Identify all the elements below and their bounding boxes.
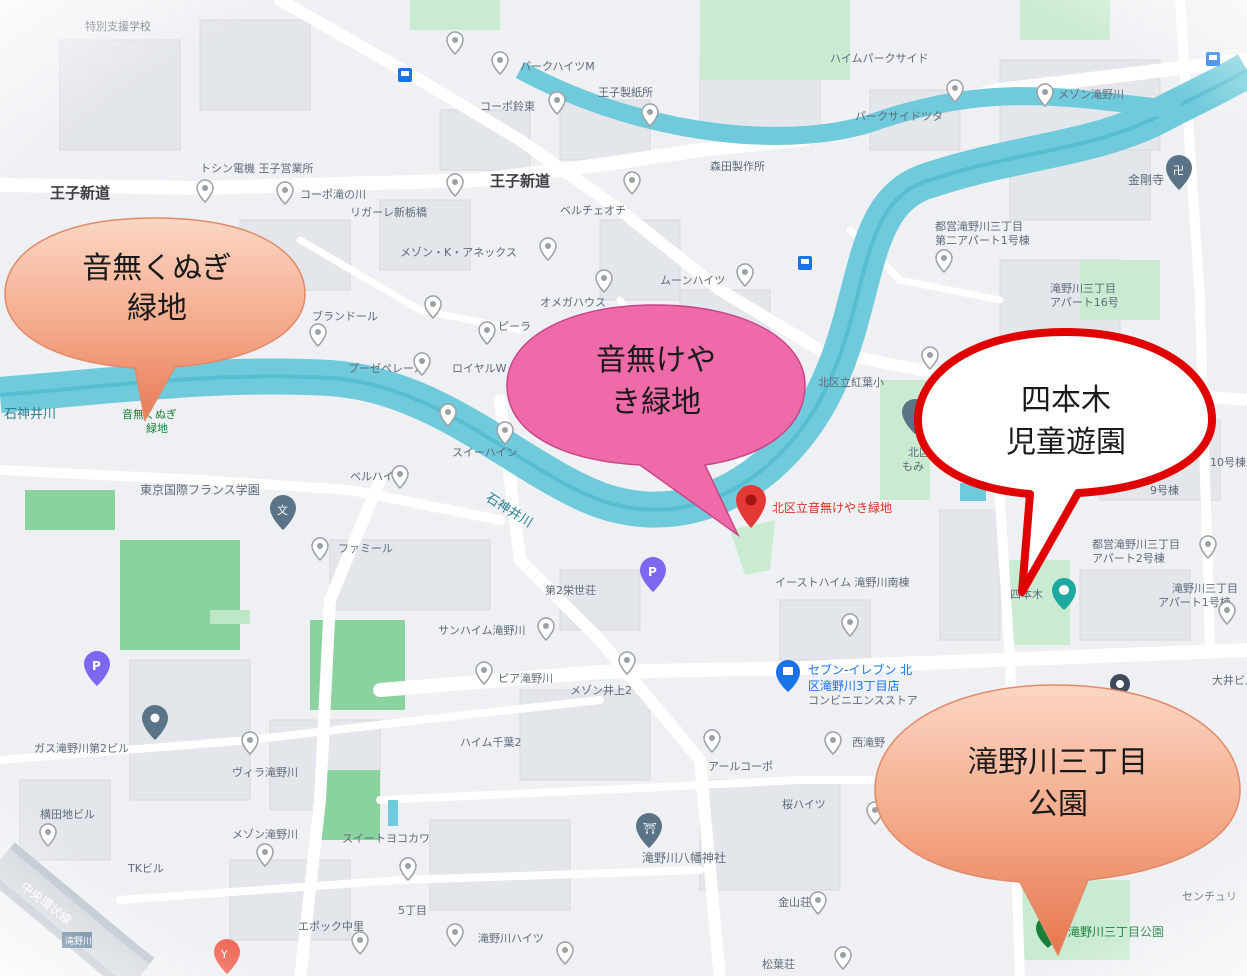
label-veltier: ベルチェオチ: [560, 204, 626, 217]
svg-text:卍: 卍: [1173, 164, 1184, 177]
road-label-oji-left: 王子新道: [50, 184, 110, 202]
callout-keyaki-line2: き緑地: [611, 385, 701, 420]
pond-small: [388, 800, 398, 826]
label-toei-3b: 第二アパート1号棟: [935, 233, 1030, 247]
poi-label-kongoji: 金剛寺: [1128, 172, 1164, 187]
road-label-oji-right: 王子新道: [490, 172, 550, 190]
label-moon-heights: ムーンハイツ: [660, 274, 725, 287]
label-al-corp: アールコーポ: [708, 760, 773, 773]
label-east-heim: イーストハイム 滝野川南棟: [775, 575, 910, 589]
label-heim-park: ハイムパークサイド: [830, 52, 929, 65]
label-sweet: スイートヨコカワ: [342, 832, 430, 845]
label-century: センチュリ: [1182, 890, 1237, 903]
label-dai2: 第2栄世荘: [545, 583, 596, 597]
small-green: [210, 610, 250, 624]
svg-text:文: 文: [277, 503, 288, 517]
label-matsuba: 松葉荘: [762, 957, 795, 971]
label-tk: TKビル: [127, 862, 164, 875]
label-brandor: ブランドール: [312, 309, 378, 323]
label-parkside: パークサイドツタ: [855, 110, 943, 123]
svg-text:滝野川: 滝野川: [65, 936, 92, 947]
poi-label-hachiman: 滝野川八幡神社: [642, 850, 726, 865]
label-gas-building: ガス滝野川第2ビル: [34, 741, 129, 755]
label-epoch: エポック中里: [298, 920, 364, 933]
poi-label-sanchome-park: 滝野川三丁目公園: [1068, 925, 1164, 939]
poi-label-french-school: 東京国際フランス学園: [140, 482, 260, 497]
river-label-left: 石神井川: [4, 407, 56, 422]
callout-sanchome-line1: 滝野川三丁目: [968, 745, 1148, 780]
label-omega: オメガハウス: [540, 296, 606, 309]
label-maison-k: メゾン・K・アネックス: [400, 246, 517, 259]
label-kobo: コーポ鈴東: [480, 99, 535, 113]
bus-stop-icon[interactable]: [1206, 52, 1220, 66]
poi-label-seven-2: 区滝野川3丁目店: [808, 679, 900, 693]
label-famille: ファミール: [338, 542, 393, 555]
label-kanayama: 金山荘: [778, 895, 811, 909]
callout-kunugi-line2: 緑地: [127, 291, 187, 326]
label-maison-takino: メゾン滝野川: [1058, 88, 1124, 101]
svg-text:⛩: ⛩: [643, 822, 657, 835]
label-sakura: 桜ハイツ: [782, 797, 826, 811]
label-zeperele: プーゼペレール: [348, 362, 425, 375]
callout-kunugi-line1: 音無くぬぎ: [82, 251, 231, 286]
callout-sanchome-line2: 公園: [1028, 787, 1088, 822]
label-heim-chiba: ハイム千葉2: [460, 735, 522, 749]
label-tokubetsu: 特別支援学校: [85, 19, 151, 33]
svg-text:Y: Y: [220, 948, 228, 961]
label-takino-heim: 滝野川ハイツ: [478, 932, 544, 945]
callout-yotsumoto-line1: 四本木: [1021, 383, 1111, 418]
poi-label-seven-1: セブン-イレブン 北: [808, 662, 912, 677]
label-ligale: リガーレ新栃橋: [350, 205, 427, 219]
svg-text:P: P: [92, 659, 101, 673]
callout-keyaki-line1: 音無けや: [596, 343, 716, 378]
label-5chome: 5丁目: [398, 904, 427, 917]
label-nishi: 西滝野: [852, 736, 885, 749]
label-pira: ピーラ: [498, 320, 531, 333]
label-toshin: トシン電機 王子営業所: [200, 161, 314, 175]
callout-yotsumoto-line2: 児童遊園: [1006, 425, 1126, 460]
label-oi: 大井ビル: [1212, 673, 1247, 687]
poi-label-kunugi-2: 緑地: [146, 421, 168, 435]
label-toei-3e: 都営滝野川三丁目: [1092, 537, 1180, 551]
label-toei-3c: 滝野川三丁目: [1050, 282, 1116, 295]
label-royal: ロイヤルW: [452, 362, 507, 375]
label-sui-heim: スイーハイン: [452, 446, 518, 459]
label-parkmiM: パークハイツM: [520, 60, 595, 73]
label-toei-3f: アパート2号棟: [1092, 551, 1165, 565]
label-oji-seishi: 王子製紙所: [598, 85, 653, 99]
bus-stop-icon[interactable]: [398, 68, 412, 82]
label-pia: ピア滝野川: [498, 672, 553, 685]
label-morita: 森田製作所: [710, 159, 765, 173]
label-sun-heim: サンハイム滝野川: [438, 624, 526, 637]
label-villa: ヴィラ滝野川: [232, 765, 298, 779]
label-toei-3a: 都営滝野川三丁目: [935, 219, 1023, 233]
bus-stop-icon[interactable]: [798, 256, 812, 270]
label-momiji2: もみ: [902, 460, 924, 473]
station-badge: 滝野川: [62, 932, 92, 948]
label-yokota: 横田地ビル: [40, 807, 95, 821]
label-kita-elem: 北区立紅葉小: [818, 375, 884, 389]
label-heim-9: 9号棟: [1150, 483, 1179, 497]
svg-text:P: P: [648, 565, 657, 579]
label-maison-shin: メゾン滝野川: [232, 828, 298, 841]
label-corp-takino: コーポ滝の川: [300, 188, 366, 201]
label-toei-3g: 滝野川三丁目: [1172, 582, 1238, 595]
label-toei-3d: アパート16号: [1050, 296, 1119, 309]
poi-label-seven-3: コンビニエンスストア: [808, 694, 918, 707]
poi-label-keyaki: 北区立音無けやき緑地: [772, 500, 892, 515]
label-heim-10: 10号棟: [1210, 455, 1246, 469]
label-maison-ii: メゾン井上2: [570, 683, 632, 697]
